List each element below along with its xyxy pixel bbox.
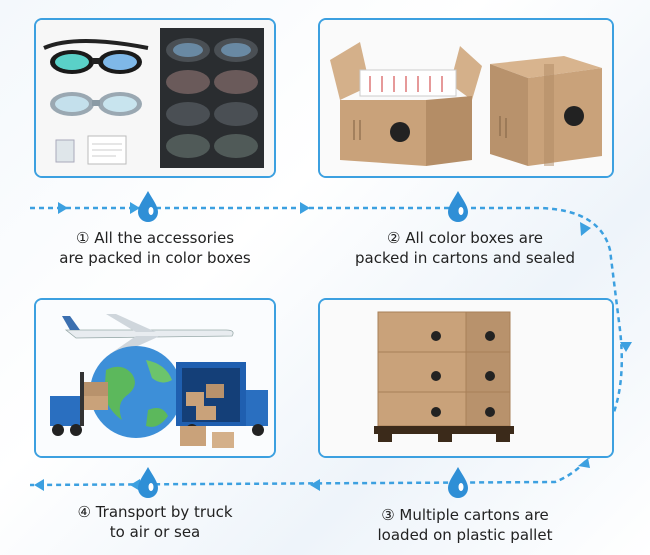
arrow-icon bbox=[34, 479, 44, 491]
arrow-icon bbox=[58, 202, 68, 214]
arrow-icon bbox=[130, 479, 140, 491]
step-4-image-transport bbox=[34, 298, 276, 458]
carton-icon bbox=[490, 56, 602, 166]
step-2-line2: packed in cartons and sealed bbox=[355, 249, 575, 267]
step-1-number: ① bbox=[75, 229, 90, 247]
step-3-caption: ③ Multiple cartons are loaded on plastic… bbox=[330, 505, 600, 545]
step-4-line1: Transport by truck bbox=[95, 503, 233, 521]
step-4-caption: ④ Transport by truck to air or sea bbox=[20, 502, 290, 542]
step-3-number: ③ bbox=[381, 506, 395, 524]
step-2-image-cartons bbox=[318, 18, 614, 178]
step-3-image-pallet bbox=[318, 298, 614, 458]
step-2-caption: ② All color boxes are packed in cartons … bbox=[330, 228, 600, 268]
water-drop-icon bbox=[448, 467, 468, 498]
step-1-line1: All the accessories bbox=[94, 229, 235, 247]
water-drop-icon bbox=[138, 467, 158, 498]
step-1-image-goggles bbox=[34, 18, 276, 178]
water-drop-icon bbox=[138, 191, 158, 222]
arrow-icon bbox=[300, 202, 310, 214]
forklift-icon bbox=[50, 372, 108, 436]
step-3-line2: loaded on plastic pallet bbox=[377, 526, 553, 544]
step-3-line1: Multiple cartons are bbox=[399, 506, 549, 524]
arrow-icon bbox=[130, 202, 140, 214]
truck-icon bbox=[176, 362, 268, 436]
arrow-icon bbox=[620, 342, 632, 352]
step-4-line2: to air or sea bbox=[109, 523, 201, 541]
goggles-icon bbox=[43, 39, 149, 74]
step-2-line1: All color boxes are bbox=[405, 229, 544, 247]
globe-icon bbox=[90, 346, 182, 438]
arrow-icon bbox=[578, 458, 590, 468]
goggles-icon bbox=[50, 92, 142, 116]
step-1-line2: are packed in color boxes bbox=[59, 249, 251, 267]
step-2-number: ② bbox=[386, 229, 401, 247]
pallet-icon bbox=[374, 311, 514, 442]
carton-icon bbox=[330, 42, 482, 166]
arrow-icon bbox=[310, 479, 320, 491]
step-1-caption: ① All the accessories are packed in colo… bbox=[20, 228, 290, 268]
step-4-number: ④ bbox=[77, 503, 91, 521]
water-drop-icon bbox=[448, 191, 468, 222]
